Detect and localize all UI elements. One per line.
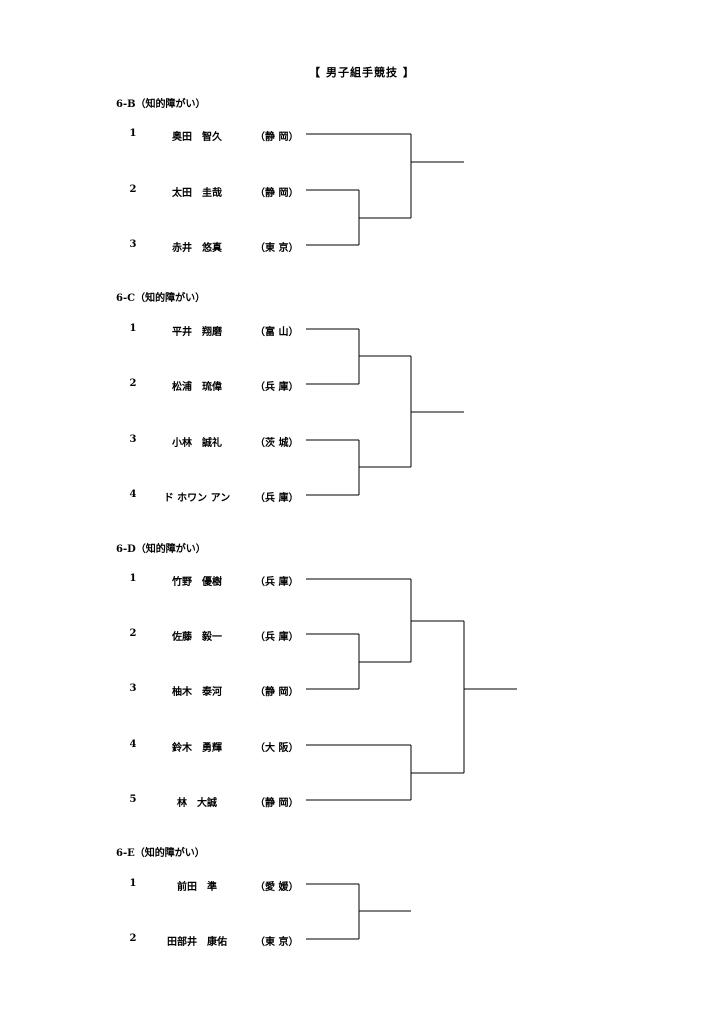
entry-row: 2 太田 圭哉 （静 岡） [0, 184, 310, 199]
entry-prefecture: （東 京） [255, 243, 299, 254]
entry-number: 2 [129, 628, 137, 639]
entry-prefecture: （富 山） [255, 327, 299, 338]
entry-row: 3 柚木 泰河 （静 岡） [0, 683, 310, 698]
entry-name: 平井 翔磨 [172, 327, 222, 338]
bracket-6c [306, 328, 464, 496]
entry-prefecture: （静 岡） [255, 188, 299, 199]
entry-row: 3 赤井 悠真 （東 京） [0, 239, 310, 254]
entry-row: 5 林 大誠 （静 岡） [0, 794, 310, 809]
entry-prefecture: （静 岡） [255, 687, 299, 698]
entry-number: 3 [129, 683, 137, 694]
entry-number: 1 [129, 128, 137, 139]
entry-prefecture: （茨 城） [255, 438, 299, 449]
entry-name: 前田 準 [177, 882, 217, 893]
entry-number: 4 [129, 489, 137, 500]
entry-row: 3 小林 誠礼 （茨 城） [0, 434, 310, 449]
entry-prefecture: （静 岡） [255, 132, 299, 143]
section-heading-6b: 6-B（知的障がい） [116, 99, 206, 110]
entry-row: 1 奥田 智久 （静 岡） [0, 128, 310, 143]
entry-prefecture: （愛 媛） [255, 882, 299, 893]
entry-row: 1 平井 翔磨 （富 山） [0, 323, 310, 338]
entry-prefecture: （大 阪） [255, 743, 299, 754]
entry-name: 柚木 泰河 [172, 687, 222, 698]
entry-row: 1 前田 準 （愛 媛） [0, 878, 310, 893]
page-title: 【 男子組手競技 】 [309, 66, 415, 79]
entry-number: 1 [129, 573, 137, 584]
entry-name: 林 大誠 [177, 798, 217, 809]
entry-row: 4 鈴木 勇輝 （大 阪） [0, 739, 310, 754]
section-heading-6c: 6-C（知的障がい） [116, 293, 206, 304]
entry-name: 奥田 智久 [172, 132, 222, 143]
entry-name: 小林 誠礼 [172, 438, 222, 449]
entry-number: 3 [129, 434, 137, 445]
entry-number: 2 [129, 184, 137, 195]
entry-prefecture: （兵 庫） [255, 493, 299, 504]
entry-prefecture: （兵 庫） [255, 382, 299, 393]
entry-number: 1 [129, 878, 137, 889]
entry-row: 2 松浦 琉偉 （兵 庫） [0, 378, 310, 393]
bracket-6b [306, 133, 464, 246]
entry-row: 2 田部井 康佑 （東 京） [0, 933, 310, 948]
entry-name: 佐藤 毅一 [172, 632, 222, 643]
entry-row: 4 ド ホワン アン （兵 庫） [0, 489, 310, 504]
entry-name: ド ホワン アン [163, 493, 231, 504]
entry-number: 4 [129, 739, 137, 750]
entry-name: 竹野 優樹 [172, 577, 222, 588]
entry-number: 5 [129, 794, 137, 805]
entry-name: 田部井 康佑 [167, 937, 227, 948]
entry-prefecture: （兵 庫） [255, 632, 299, 643]
entry-name: 鈴木 勇輝 [172, 743, 222, 754]
section-heading-6d: 6-D（知的障がい） [116, 544, 206, 555]
entry-name: 太田 圭哉 [172, 188, 222, 199]
bracket-6e [306, 883, 411, 940]
section-heading-6e: 6-E（知的障がい） [116, 848, 205, 859]
entry-number: 2 [129, 933, 137, 944]
entry-name: 赤井 悠真 [172, 243, 222, 254]
entry-number: 2 [129, 378, 137, 389]
entry-prefecture: （静 岡） [255, 798, 299, 809]
entry-number: 3 [129, 239, 137, 250]
entry-name: 松浦 琉偉 [172, 382, 222, 393]
entry-row: 2 佐藤 毅一 （兵 庫） [0, 628, 310, 643]
bracket-6d [306, 578, 517, 801]
entry-number: 1 [129, 323, 137, 334]
entry-prefecture: （東 京） [255, 937, 299, 948]
entry-row: 1 竹野 優樹 （兵 庫） [0, 573, 310, 588]
entry-prefecture: （兵 庫） [255, 577, 299, 588]
